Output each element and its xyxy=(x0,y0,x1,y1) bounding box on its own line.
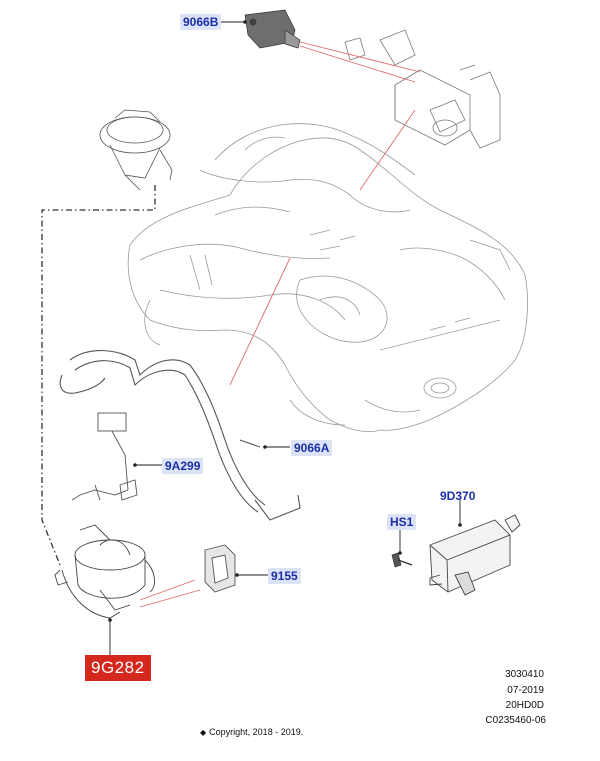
fuel-tank xyxy=(127,123,528,433)
hose-9066a-graphic xyxy=(59,349,301,521)
pump-module-9g282-graphic xyxy=(54,524,156,619)
bracket-9155-graphic xyxy=(204,544,236,593)
meta-ref: C0235460-06 xyxy=(485,715,546,726)
callout-9d370[interactable]: 9D370 xyxy=(440,489,476,503)
callout-9155[interactable]: 9155 xyxy=(268,568,301,584)
meta-model: 20HD0D xyxy=(505,700,544,711)
callout-9066a[interactable]: 9066A xyxy=(291,440,333,456)
meta-code: 3030410 xyxy=(505,669,544,680)
copyright-text: Copyright, 2018 - 2019. xyxy=(209,727,304,737)
harness-9a299-graphic xyxy=(71,412,138,501)
copyright: ◆Copyright, 2018 - 2019. xyxy=(200,727,303,737)
bolt-hs1-graphic xyxy=(391,552,413,568)
diamond-icon: ◆ xyxy=(200,728,207,737)
callout-hs1[interactable]: HS1 xyxy=(387,514,417,530)
callout-9066b[interactable]: 9066B xyxy=(180,14,222,30)
wiring-dashed-line xyxy=(41,185,156,566)
pump-flange-graphic xyxy=(99,109,173,191)
callout-dots xyxy=(108,20,462,622)
meta-date: 07-2019 xyxy=(507,685,544,696)
module-9d370-graphic xyxy=(429,514,521,596)
callout-9g282-highlighted[interactable]: 9G282 xyxy=(85,655,151,681)
callout-9a299[interactable]: 9A299 xyxy=(162,458,204,474)
part-9066b-graphic xyxy=(244,9,301,49)
filter-housing xyxy=(344,29,501,149)
leader-lines xyxy=(139,41,421,608)
callout-leaders xyxy=(109,21,461,655)
